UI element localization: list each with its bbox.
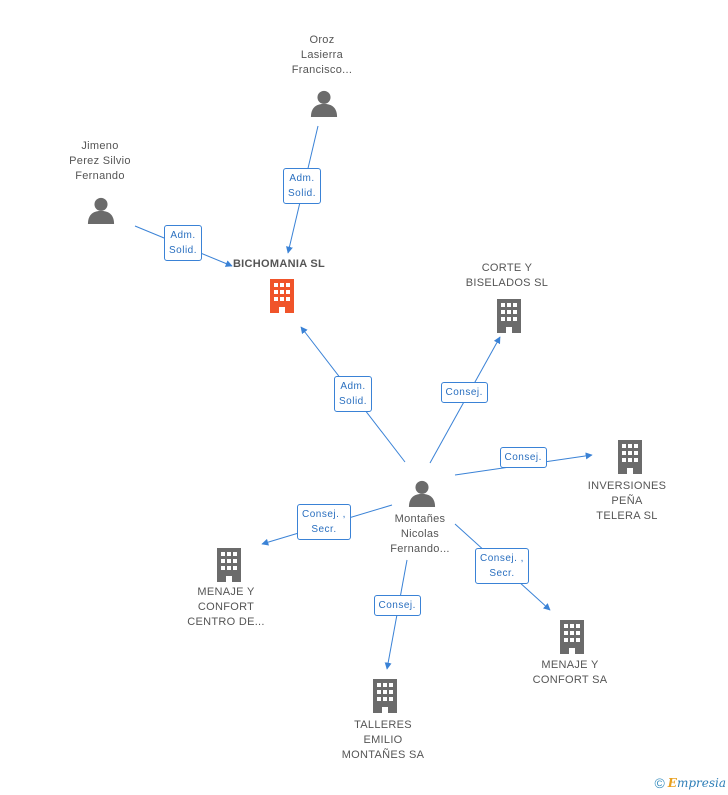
edge-label-montanes-to-inversiones: Consej. <box>499 446 547 468</box>
brand-logo: Empresia <box>668 776 726 790</box>
person-icon-jimeno[interactable] <box>87 197 115 224</box>
node-label-bichomania[interactable]: BICHOMANIA SL <box>232 257 326 270</box>
building-icon-inversiones[interactable] <box>618 440 642 474</box>
building-icon-talleres[interactable] <box>373 679 397 713</box>
brand-initial: E <box>667 776 677 790</box>
person-icon-montanes[interactable] <box>408 480 436 507</box>
edge-label-montanes-to-talleres: Consej. <box>373 594 421 616</box>
edge-label-montanes-to-menaje_centro: Consej. , Secr. <box>297 504 351 540</box>
building-icon-corte[interactable] <box>497 299 521 333</box>
person-icon-oroz[interactable] <box>310 90 338 117</box>
edge-label-jimeno-to-bichomania: Adm. Solid. <box>164 225 203 261</box>
node-label-talleres[interactable]: TALLERES EMILIO MONTAÑES SA <box>341 718 425 761</box>
brand-name: mpresia <box>676 776 726 790</box>
node-label-corte[interactable]: CORTE Y BISELADOS SL <box>465 262 549 289</box>
edge-label-montanes-to-bichomania: Adm. Solid. <box>334 376 373 412</box>
copyright-symbol: © <box>654 775 665 791</box>
node-label-menaje_centro[interactable]: MENAJE Y CONFORT CENTRO DE... <box>187 585 265 628</box>
node-label-jimeno[interactable]: Jimeno Perez Silvio Fernando <box>69 139 131 182</box>
node-label-oroz[interactable]: Oroz Lasierra Francisco... <box>291 33 353 76</box>
edge-label-montanes-to-corte: Consej. <box>440 381 488 403</box>
node-label-menaje_sa[interactable]: MENAJE Y CONFORT SA <box>532 659 608 686</box>
footer-brand: © Empresia <box>654 775 726 791</box>
node-label-inversiones[interactable]: INVERSIONES PEÑA TELERA SL <box>587 479 667 522</box>
building-icon-menaje_centro[interactable] <box>217 548 241 582</box>
edge-label-oroz-to-bichomania: Adm. Solid. <box>283 168 322 204</box>
node-label-montanes[interactable]: Montañes Nicolas Fernando... <box>390 512 450 555</box>
building-icon-menaje_sa[interactable] <box>560 620 584 654</box>
edge-label-montanes-to-menaje_sa: Consej. , Secr. <box>475 548 529 584</box>
building-icon-bichomania[interactable] <box>270 279 294 313</box>
